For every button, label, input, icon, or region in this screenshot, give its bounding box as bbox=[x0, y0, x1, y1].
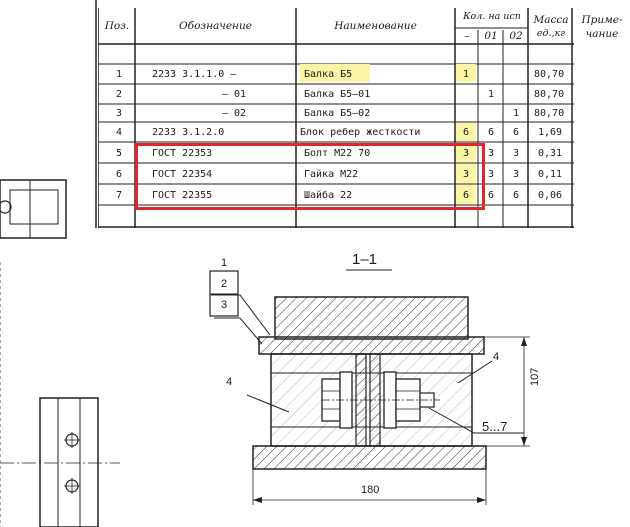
row6-qty: 3 bbox=[463, 169, 470, 180]
highlight-qty-row6 bbox=[456, 164, 476, 183]
row5-qty-01: 3 bbox=[488, 148, 495, 159]
row3-pos: 3 bbox=[116, 108, 123, 119]
highlight-qty-row5 bbox=[456, 143, 476, 162]
callout-4-right: 4 bbox=[493, 351, 500, 363]
row5-name: Болт М22 70 bbox=[304, 148, 371, 159]
row3-qty-02: 1 bbox=[513, 108, 520, 119]
row5-mass: 0,31 bbox=[538, 148, 563, 159]
row5-designation: ГОСТ 22353 bbox=[152, 148, 213, 159]
row1-name: Балка Б5 bbox=[304, 69, 353, 80]
header-qty-01: 01 bbox=[484, 30, 498, 42]
row1-mass: 80,70 bbox=[534, 69, 565, 80]
highlight-name-row1 bbox=[300, 64, 370, 82]
row7-pos: 7 bbox=[116, 190, 123, 201]
specification-table: Поз. Обозначение Наименование Кол. на ис… bbox=[98, 8, 623, 228]
header-note-1: Приме- bbox=[581, 14, 623, 26]
row6-pos: 6 bbox=[116, 169, 123, 180]
header-mass-2: ед.,кг bbox=[536, 28, 566, 39]
row7-designation: ГОСТ 22355 bbox=[152, 190, 213, 201]
row1-designation: 2233 3.1.1.0 – bbox=[152, 69, 237, 80]
row1-qty: 1 bbox=[463, 69, 470, 80]
beam-fragment-bottom-left bbox=[0, 397, 120, 527]
callout-4-left: 4 bbox=[226, 376, 233, 388]
row4-qty-02: 6 bbox=[513, 127, 520, 138]
row5-qty-02: 3 bbox=[513, 148, 520, 159]
header-qty: Кол. на исп bbox=[463, 11, 521, 22]
row3-mass: 80,70 bbox=[534, 108, 565, 119]
row7-qty-01: 6 bbox=[488, 190, 495, 201]
dimension-height: 107 bbox=[529, 367, 541, 386]
row5-qty: 3 bbox=[463, 148, 470, 159]
header-designation: Обозначение bbox=[179, 20, 252, 32]
header-note-2: чание bbox=[585, 28, 619, 40]
highlight-qty-row7 bbox=[456, 185, 476, 204]
callout-5-7: 5...7 bbox=[482, 419, 508, 434]
row4-qty-01: 6 bbox=[488, 127, 495, 138]
row3-name: Балка Б5–02 bbox=[304, 108, 371, 119]
header-mass-1: Масса bbox=[533, 14, 569, 26]
row4-mass: 1,69 bbox=[538, 127, 563, 138]
row7-name: Шайба 22 bbox=[304, 190, 353, 201]
row6-mass: 0,11 bbox=[538, 169, 563, 180]
row4-qty: 6 bbox=[463, 127, 470, 138]
row4-name: Блок ребер жесткости bbox=[300, 127, 421, 138]
row7-qty-02: 6 bbox=[513, 190, 520, 201]
header-qty-dash: – bbox=[464, 30, 470, 42]
row6-designation: ГОСТ 22354 bbox=[152, 169, 213, 180]
row6-qty-01: 3 bbox=[488, 169, 495, 180]
row7-qty: 6 bbox=[463, 190, 470, 201]
row2-qty-01: 1 bbox=[488, 89, 495, 100]
row6-name: Гайка М22 bbox=[304, 169, 359, 180]
highlight-qty-row1 bbox=[456, 64, 476, 82]
callout-1: 1 bbox=[221, 257, 228, 269]
header-pos: Поз. bbox=[104, 20, 130, 32]
highlight-qty-row4 bbox=[456, 123, 476, 141]
callout-2: 2 bbox=[221, 278, 228, 290]
row2-mass: 80,70 bbox=[534, 89, 565, 100]
section-1-1-view bbox=[209, 269, 530, 505]
row5-pos: 5 bbox=[116, 148, 123, 159]
row6-qty-02: 3 bbox=[513, 169, 520, 180]
side-elevation-fragment bbox=[0, 179, 67, 527]
header-qty-02: 02 bbox=[509, 30, 523, 42]
row4-pos: 4 bbox=[116, 127, 123, 138]
dimension-width: 180 bbox=[361, 484, 380, 496]
row2-designation: – 01 bbox=[222, 89, 247, 100]
row7-mass: 0,06 bbox=[538, 190, 563, 201]
row4-designation: 2233 3.1.2.0 bbox=[152, 127, 225, 138]
row2-name: Балка Б5–01 bbox=[304, 89, 371, 100]
callout-3: 3 bbox=[221, 299, 228, 311]
row3-designation: – 02 bbox=[222, 108, 247, 119]
row2-pos: 2 bbox=[116, 89, 123, 100]
row1-pos: 1 bbox=[116, 69, 123, 80]
header-name: Наименование bbox=[334, 20, 417, 32]
annotation-highlight-box bbox=[135, 143, 485, 210]
table-grid bbox=[98, 8, 574, 228]
section-title: 1–1 bbox=[352, 251, 378, 268]
